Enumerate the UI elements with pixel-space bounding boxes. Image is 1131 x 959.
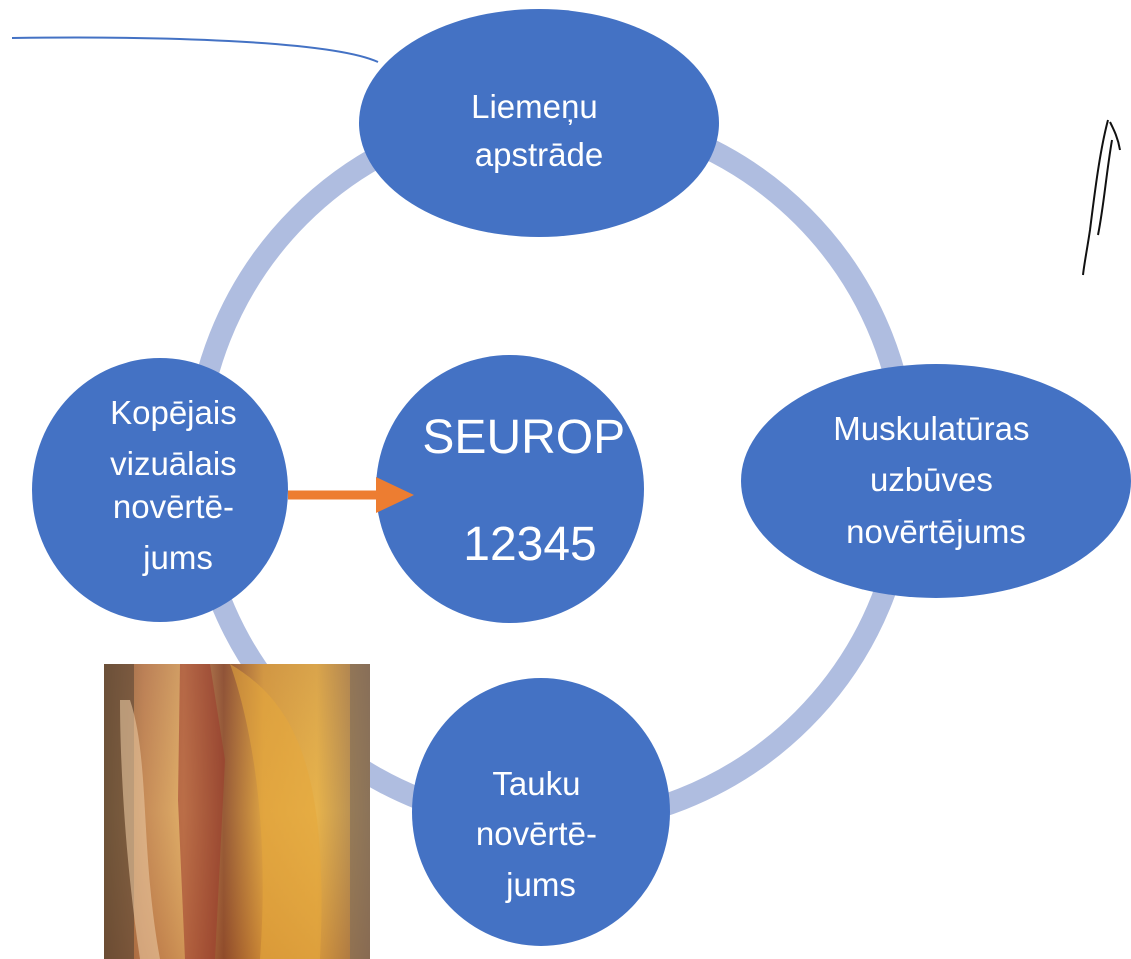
sketch-drawing: [1082, 119, 1121, 276]
node-bottom: Tauku novērtē- jums: [412, 678, 670, 946]
node-top: Liemeņu apstrāde: [359, 9, 719, 237]
svg-text:Muskulatūras uzbūves: Muskulatūras uzbūves novērtējums: [833, 410, 1038, 550]
node-right: Muskulatūras uzbūves novērtējums: [741, 364, 1131, 598]
node-left-line-4: jums: [142, 539, 213, 576]
svg-text:Liemeņu apstrāde: Liemeņu apstrāde: [471, 88, 607, 173]
node-left-line-3: novērtē-: [113, 488, 234, 525]
node-top-line-1: Liemeņu: [471, 88, 598, 125]
arrow-left-to-center: [288, 477, 414, 513]
node-bottom-line-2: novērtē-: [476, 815, 597, 852]
node-left-line-1: Kopējais: [110, 394, 237, 431]
carcass-photo: [104, 664, 370, 959]
node-center-line-2: 12345: [463, 518, 596, 571]
svg-text:Kopējais vizuālais: Kopējais vizuālais novērtē- jums: [110, 394, 246, 576]
node-bottom-line-3: jums: [505, 866, 576, 903]
node-left: Kopējais vizuālais novērtē- jums: [32, 358, 288, 622]
node-top-line-2: apstrāde: [475, 136, 603, 173]
node-right-line-2: uzbūves: [870, 461, 993, 498]
svg-text:SEUROP 12345: SEUROP 12345: [422, 411, 637, 571]
node-left-line-2: vizuālais: [110, 445, 237, 482]
node-right-line-1: Muskulatūras: [833, 410, 1029, 447]
node-center-line-1: SEUROP: [422, 411, 624, 464]
connector-line: [11, 36, 379, 63]
node-center: SEUROP 12345: [376, 355, 644, 623]
node-right-line-3: novērtējums: [846, 513, 1026, 550]
node-bottom-line-1: Tauku: [492, 765, 580, 802]
svg-text:Tauku novērtē- jum: Tauku novērtē- jums: [476, 765, 606, 903]
